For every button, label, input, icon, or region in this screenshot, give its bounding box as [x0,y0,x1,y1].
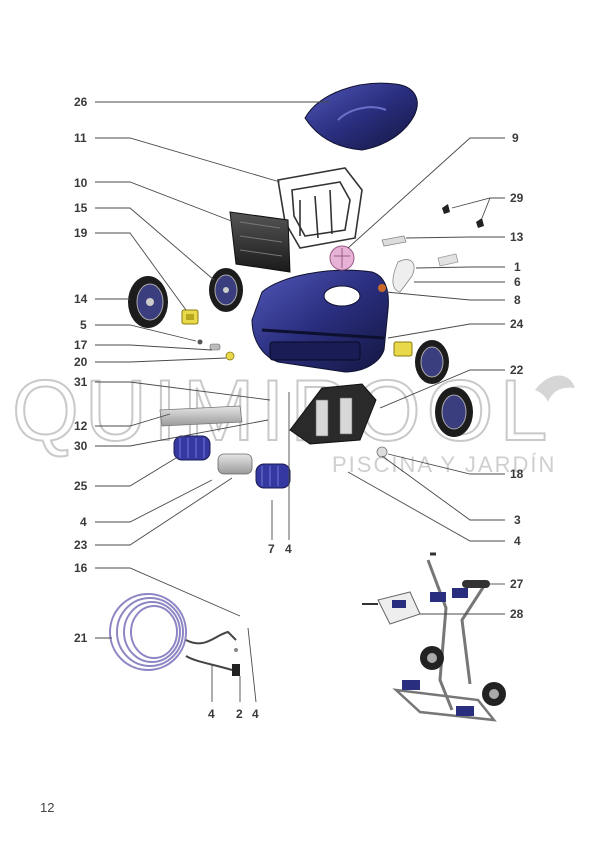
part-yellow-connector-right [393,341,413,357]
label-11: 11 [74,131,87,145]
label-19: 19 [74,226,88,240]
label-4-center: 4 [285,542,292,556]
label-8: 8 [514,293,521,307]
watermark-tagline: PISCINA Y JARDÍN [332,452,556,477]
label-15: 15 [74,201,88,215]
label-22: 22 [510,363,524,377]
label-28: 28 [510,607,524,621]
label-13: 13 [510,230,524,244]
label-25: 25 [74,479,88,493]
part-wheel-right-upper [415,340,449,384]
label-10: 10 [74,176,88,190]
watermark: QUIMIPOOL PISCINA Y JARDÍN [11,362,575,477]
label-17: 17 [74,338,88,352]
part-grey-bumper [159,405,243,427]
part-labels: 26 11 10 15 19 14 5 17 20 31 12 30 25 4 … [74,95,524,721]
part-top-cover [304,82,418,151]
leader-lines [95,101,505,703]
part-cable-coil [109,593,237,671]
part-caddy [392,552,497,722]
page-number: 12 [40,800,55,815]
label-26: 26 [74,95,88,109]
label-29: 29 [510,191,524,205]
label-12: 12 [74,419,88,433]
label-4-cable: 4 [208,707,215,721]
part-brush-left [173,435,211,461]
label-24: 24 [510,317,524,331]
part-clips-right [378,204,484,293]
label-18: 18 [510,467,524,481]
label-2: 2 [236,707,243,721]
label-1: 1 [514,260,521,274]
label-21: 21 [74,631,88,645]
part-handle-frame [277,167,363,249]
part-main-body [251,269,389,373]
part-caddy-wheels [420,646,506,706]
label-9: 9 [512,131,519,145]
label-3: 3 [514,513,521,527]
part-caddy-handle-grip [462,580,490,588]
label-7: 7 [268,542,275,556]
label-4-plug: 4 [252,707,259,721]
label-5: 5 [80,318,87,332]
part-brush-right [255,463,291,489]
part-wheel-upper [209,268,243,312]
label-14: 14 [74,292,88,306]
label-6: 6 [514,275,521,289]
label-23: 23 [74,538,88,552]
label-4-right: 4 [514,534,521,548]
part-cable-plug [232,648,240,676]
label-27: 27 [510,577,524,591]
part-caddy-blue-clips [402,588,474,716]
part-power-supply [362,591,421,625]
part-wheel-right-lower [435,387,473,437]
label-30: 30 [74,439,88,453]
part-roller [217,453,253,475]
label-31: 31 [74,375,88,389]
watermark-leaf-icon [535,375,575,402]
part-small-fasteners-left [197,339,235,361]
part-wheel-left [128,276,168,328]
label-16: 16 [74,561,88,575]
label-4-left: 4 [80,515,87,529]
part-chassis-base [289,383,377,445]
part-filter-panel [229,211,291,273]
label-20: 20 [74,355,88,369]
part-small-washer [376,446,388,458]
part-impeller [329,245,355,271]
part-yellow-connector [181,309,199,325]
